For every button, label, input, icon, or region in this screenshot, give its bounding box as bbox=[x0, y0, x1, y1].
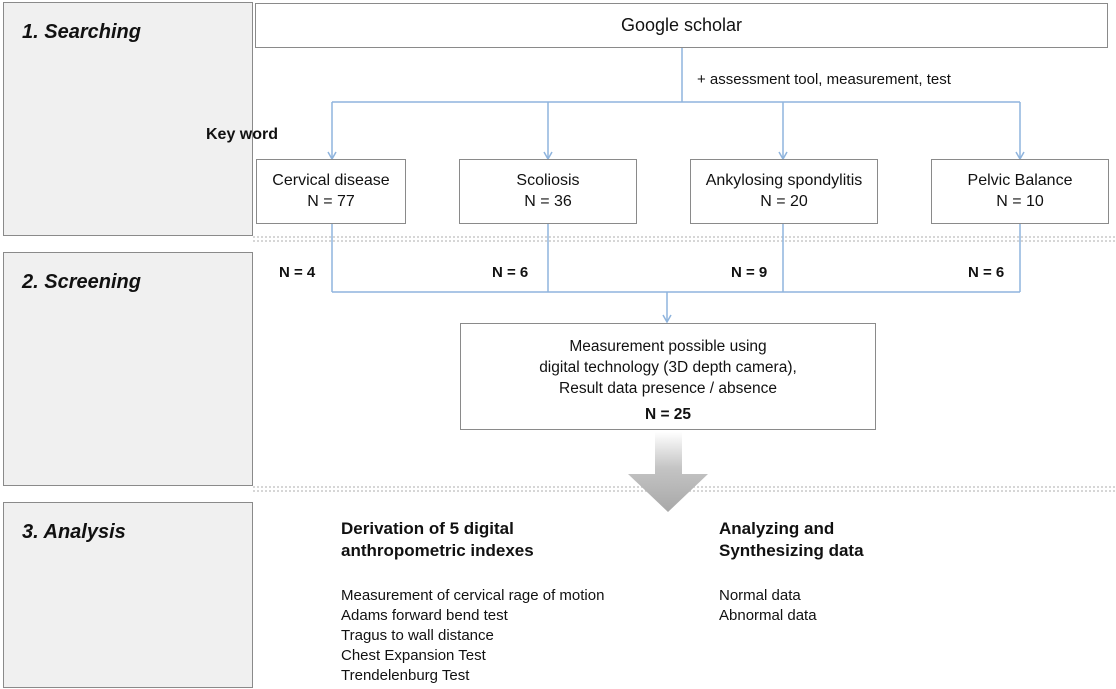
analysis-right-list: Normal data Abnormal data bbox=[719, 586, 817, 626]
keyword-name: Pelvic Balance bbox=[967, 172, 1073, 189]
keyword-label: Key word bbox=[206, 126, 279, 143]
keyword-count: N = 20 bbox=[760, 193, 808, 210]
list-item: Chest Expansion Test bbox=[341, 647, 486, 664]
result-count: N = 25 bbox=[644, 406, 692, 423]
keyword-count: N = 77 bbox=[307, 193, 355, 210]
analysis-right-heading: Analyzing and Synthesizing data bbox=[719, 518, 864, 562]
source-label: Google scholar bbox=[620, 15, 743, 35]
result-line: Result data presence / absence bbox=[559, 380, 777, 397]
analysis-left-list: Measurement of cervical rage of motion A… bbox=[341, 586, 604, 686]
keyword-name: Scoliosis bbox=[516, 172, 580, 189]
screened-count: N = 6 bbox=[968, 264, 1005, 281]
list-item: Adams forward bend test bbox=[341, 607, 508, 624]
heading-line: Analyzing and bbox=[719, 519, 835, 538]
keyword-box-cervical: Cervical disease N = 77 bbox=[256, 159, 406, 224]
big-down-arrow bbox=[628, 432, 708, 512]
list-item: Normal data bbox=[719, 587, 801, 604]
source-box: Google scholar bbox=[255, 3, 1108, 48]
keyword-count: N = 36 bbox=[524, 193, 572, 210]
stage-screening: 2. Screening bbox=[3, 252, 253, 486]
result-box: Measurement possible using digital techn… bbox=[460, 323, 876, 430]
heading-line: Derivation of 5 digital bbox=[341, 519, 514, 538]
stage-label: 3. Analysis bbox=[22, 521, 126, 543]
list-item: Abnormal data bbox=[719, 607, 817, 624]
heading-line: anthropometric indexes bbox=[341, 541, 534, 560]
keyword-name: Ankylosing spondylitis bbox=[705, 172, 863, 189]
result-line: Measurement possible using bbox=[569, 338, 767, 355]
analysis-left-heading: Derivation of 5 digital anthropometric i… bbox=[341, 518, 534, 562]
list-item: Tragus to wall distance bbox=[341, 627, 494, 644]
source-qualifier: + assessment tool, measurement, test bbox=[697, 71, 951, 88]
screened-count: N = 6 bbox=[492, 264, 529, 281]
screened-count: N = 4 bbox=[279, 264, 316, 281]
stage-analysis: 3. Analysis bbox=[3, 502, 253, 688]
keyword-box-pelvic: Pelvic Balance N = 10 bbox=[931, 159, 1109, 224]
keyword-box-scoliosis: Scoliosis N = 36 bbox=[459, 159, 637, 224]
stage-label: 2. Screening bbox=[22, 271, 141, 293]
stage-searching: 1. Searching bbox=[3, 2, 253, 236]
keyword-count: N = 10 bbox=[996, 193, 1044, 210]
keyword-name: Cervical disease bbox=[272, 172, 390, 189]
keyword-box-ankylosing: Ankylosing spondylitis N = 20 bbox=[690, 159, 878, 224]
heading-line: Synthesizing data bbox=[719, 541, 864, 560]
stage-label: 1. Searching bbox=[22, 21, 141, 43]
list-item: Trendelenburg Test bbox=[341, 667, 470, 684]
screened-count: N = 9 bbox=[731, 264, 768, 281]
list-item: Measurement of cervical rage of motion bbox=[341, 587, 605, 604]
result-line: digital technology (3D depth camera), bbox=[539, 359, 797, 376]
